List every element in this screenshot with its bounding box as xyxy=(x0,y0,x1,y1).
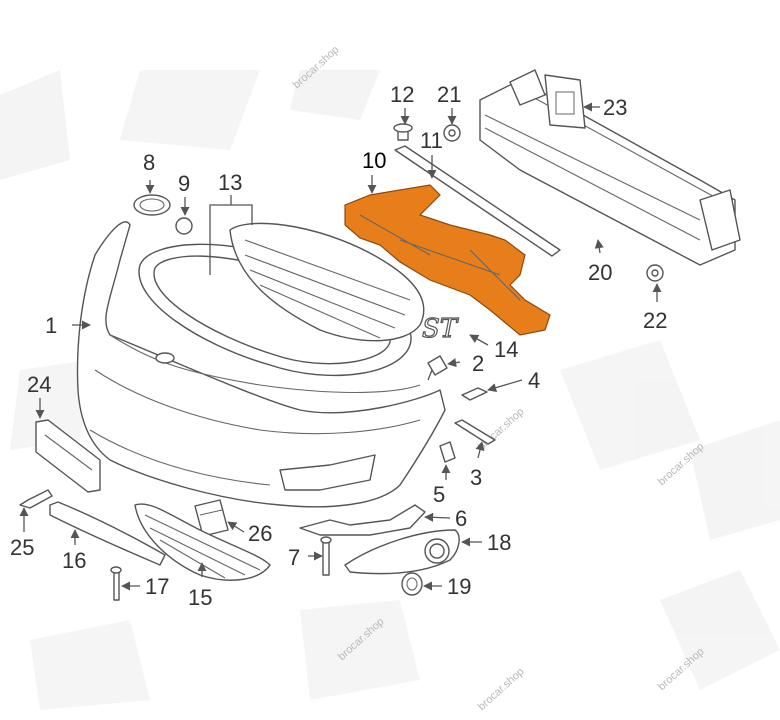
part-13-grille-frames xyxy=(138,222,425,377)
part-10-undertray-highlighted xyxy=(344,184,551,336)
callout-3: 3 xyxy=(470,465,482,490)
part-15-lower-grille xyxy=(134,503,271,581)
part-20-reinforcement-beam xyxy=(479,69,741,266)
callout-14: 14 xyxy=(494,337,518,362)
part-5-clip xyxy=(439,441,456,463)
part-22-nut xyxy=(646,264,664,282)
callout-26: 26 xyxy=(248,521,272,546)
part-1-bumper-cover xyxy=(76,221,446,508)
part-23-bracket xyxy=(544,74,586,129)
callout-24: 24 xyxy=(27,372,51,397)
background-watermark-shapes xyxy=(0,70,780,710)
callout-15: 15 xyxy=(188,585,212,610)
part-16-trim-strip xyxy=(49,501,166,566)
callout-1: 1 xyxy=(45,313,57,338)
callout-18: 18 xyxy=(487,530,511,555)
part-10-detail-lines xyxy=(359,214,521,301)
leader-lines xyxy=(19,102,662,591)
watermark-text: brocar.shop xyxy=(476,406,527,453)
part-19-ring xyxy=(401,572,423,596)
part-2-bolt xyxy=(427,355,448,381)
part-3-strip xyxy=(454,419,496,445)
callout-17: 17 xyxy=(145,574,169,599)
callout-5: 5 xyxy=(433,482,445,507)
callout-7: 7 xyxy=(288,545,300,570)
callout-13: 13 xyxy=(218,170,242,195)
callout-19: 19 xyxy=(447,574,471,599)
callout-22: 22 xyxy=(643,308,667,333)
part-4-bolt xyxy=(461,387,488,401)
part-12-clip xyxy=(393,123,413,141)
part-17-bolt xyxy=(110,566,122,601)
callout-23: 23 xyxy=(603,95,627,120)
part-6-lower-strip xyxy=(299,504,426,536)
callout-16: 16 xyxy=(62,548,86,573)
callout-21: 21 xyxy=(437,82,461,107)
callout-6: 6 xyxy=(455,506,467,531)
callout-12: 12 xyxy=(390,82,414,107)
callout-20: 20 xyxy=(588,260,612,285)
callout-25: 25 xyxy=(10,535,34,560)
part-8-emblem-inner xyxy=(139,198,165,212)
part-7-bolt xyxy=(320,536,332,576)
callout-labels: 1 2 3 4 5 6 7 8 9 10 11 12 13 14 15 16 1… xyxy=(10,82,667,610)
part-24-bracket xyxy=(35,419,101,493)
part-21-clip xyxy=(443,124,461,142)
part-18-fog-lamp-bezel xyxy=(344,529,460,575)
callout-10: 10 xyxy=(362,148,386,173)
part-25-bolt xyxy=(19,489,53,509)
part-9-ring xyxy=(175,217,193,235)
part-14-st-badge: ST xyxy=(422,314,459,344)
watermark-text: brocar.shop xyxy=(476,666,527,713)
callout-4: 4 xyxy=(528,368,540,393)
callout-11: 11 xyxy=(420,128,443,153)
callout-8: 8 xyxy=(143,150,155,175)
callout-9: 9 xyxy=(178,171,190,196)
part-8-emblem xyxy=(133,194,171,216)
callout-2: 2 xyxy=(472,351,484,376)
